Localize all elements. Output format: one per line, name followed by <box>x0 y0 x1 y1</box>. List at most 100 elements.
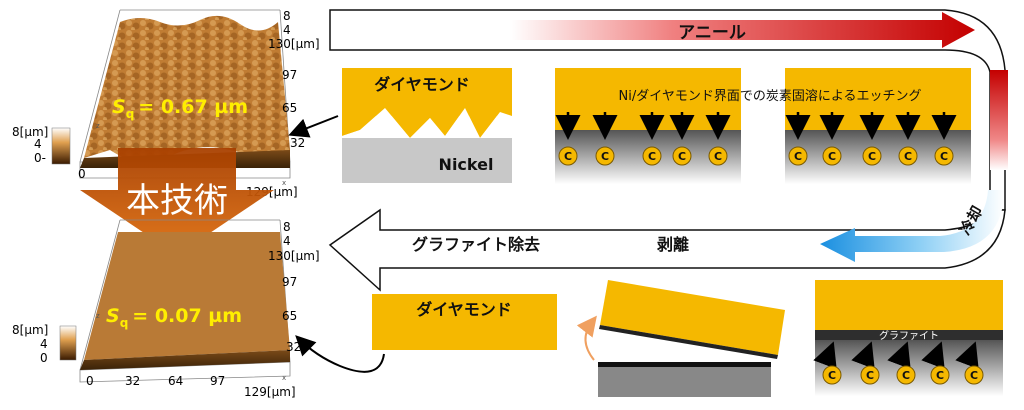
carbon-symbol: C <box>866 369 874 382</box>
afm-bottom-xaxis: x <box>282 374 286 382</box>
precipitation-arrow <box>813 341 837 370</box>
diamond-peeled <box>600 280 785 355</box>
afm-top-ytick: 97 <box>282 68 297 82</box>
carbon-atom: C <box>788 146 808 166</box>
afm-top-colorbar <box>51 127 71 165</box>
afm-bottom-xtick: 32 <box>125 374 140 388</box>
nickel-block <box>342 138 512 183</box>
anneal-down-arrow <box>990 70 1008 170</box>
afm-bottom-cbar-label: 4 <box>40 337 48 351</box>
afm-top-xtick: 0 <box>78 167 86 181</box>
afm-bottom-colorbar <box>59 325 77 361</box>
afm-bottom-cbar-label: 0 <box>40 351 48 365</box>
afm-top-ztick: 8 <box>283 9 291 23</box>
afm-top-zaxis: z <box>96 122 100 130</box>
carbon-atom: C <box>862 146 882 166</box>
carbon-atom: C <box>642 146 662 166</box>
carbon-atom: C <box>898 146 918 166</box>
graphite-removal-label: グラファイト除去 <box>412 235 540 254</box>
nickel-label: Nickel <box>439 155 494 174</box>
arrow-to-afm-top <box>288 115 339 138</box>
afm-bottom-xtick: 64 <box>168 374 183 388</box>
carbon-atom: C <box>860 365 880 385</box>
afm-bottom-xtick: 129[µm] <box>244 385 296 399</box>
afm-top-cbar-label: 0- <box>34 151 46 165</box>
nickel-block <box>598 367 771 397</box>
stage-etching-1 <box>555 68 741 184</box>
stage-final: ダイヤモンド <box>372 294 557 350</box>
afm-bottom-ztick: 4 <box>283 234 291 248</box>
carbon-atom: C <box>822 365 842 385</box>
sq-label-bottom: Sq= 0.07 µm <box>106 305 242 330</box>
afm-top-frame-edge <box>79 9 121 163</box>
carbon-atom: C <box>822 146 842 166</box>
afm-bottom-xtick: 0 <box>86 374 94 388</box>
afm-bottom-ztick: 130[µm] <box>268 249 320 263</box>
precipitation-arrow <box>921 341 945 370</box>
carbon-symbol: C <box>828 369 836 382</box>
anneal-label: アニール <box>678 23 746 43</box>
carbon-symbol: C <box>868 150 876 163</box>
carbon-atom: C <box>595 146 615 166</box>
carbon-symbol: C <box>601 150 609 163</box>
carbon-symbol: C <box>678 150 686 163</box>
afm-top-ztick: 4 <box>283 23 291 37</box>
carbon-precipitation-arrows <box>813 341 979 370</box>
graphite-label: グラファイト <box>879 329 939 342</box>
carbon-symbol: C <box>936 369 944 382</box>
afm-top-ytick: 32 <box>290 136 305 150</box>
afm-bottom-zaxis: z <box>96 312 100 320</box>
precipitation-arrow <box>955 341 979 370</box>
carbon-symbol: C <box>902 369 910 382</box>
graphite-remaining <box>598 362 771 367</box>
afm-top-xaxis: x <box>282 179 286 187</box>
afm-smooth-surface <box>84 232 290 360</box>
interface-gaps <box>342 108 512 138</box>
carbon-symbol: C <box>828 150 836 163</box>
carbon-symbol: C <box>714 150 722 163</box>
carbon-atom: C <box>558 146 578 166</box>
afm-smooth: Sq= 0.07 µm 8 4 130[µm] 97 65 32 0 32 64… <box>12 219 320 399</box>
precipitation-arrow <box>887 341 911 370</box>
technique-arrow: 本技術 <box>80 148 274 255</box>
technique-label: 本技術 <box>126 181 228 221</box>
afm-rough: Sq= 0.67 µm 8 4 130[µm] 97 65 32 0 129[µ… <box>12 9 320 199</box>
diamond-block <box>815 280 1003 330</box>
peel-label: 剥離 <box>657 235 689 254</box>
carbon-atom: C <box>964 365 984 385</box>
cool-arrow <box>820 190 1004 262</box>
afm-top-cbar-label: 4 <box>34 137 42 151</box>
graphite-peeled <box>599 325 778 359</box>
graphite-layer <box>815 330 1003 340</box>
carbon-atom: C <box>934 146 954 166</box>
carbon-symbol: C <box>940 150 948 163</box>
etching-arrows <box>555 112 957 140</box>
diamond-block <box>372 294 557 350</box>
anneal-arrow <box>510 12 975 48</box>
carbon-symbol: C <box>648 150 656 163</box>
peel-arrow <box>576 315 597 361</box>
arrow-to-afm-bottom <box>295 335 385 373</box>
afm-bottom-ztick: 8 <box>283 220 291 234</box>
carbon-atom: C <box>896 365 916 385</box>
diamond-final-label: ダイヤモンド <box>416 300 512 319</box>
carbon-atom: C <box>930 365 950 385</box>
afm-top-cbar-label: 8[µm] <box>12 125 48 139</box>
carbon-symbol: C <box>904 150 912 163</box>
stage-peel <box>576 280 785 397</box>
afm-rough-surface <box>84 15 290 162</box>
carbon-symbol: C <box>970 369 978 382</box>
etching-label: Ni/ダイヤモンド界面での炭素固溶によるエッチング <box>619 89 922 104</box>
stage-initial: ダイヤモンド Nickel <box>342 68 512 183</box>
afm-top-ztick: 130[µm] <box>268 37 320 51</box>
afm-top-ytick: 65 <box>282 101 297 115</box>
afm-bottom-cbar-label: 8[µm] <box>12 323 48 337</box>
carbon-atom: C <box>672 146 692 166</box>
carbon-symbol: C <box>564 150 572 163</box>
afm-bottom-ytick: 65 <box>282 309 297 323</box>
afm-bottom-xtick: 97 <box>210 374 225 388</box>
